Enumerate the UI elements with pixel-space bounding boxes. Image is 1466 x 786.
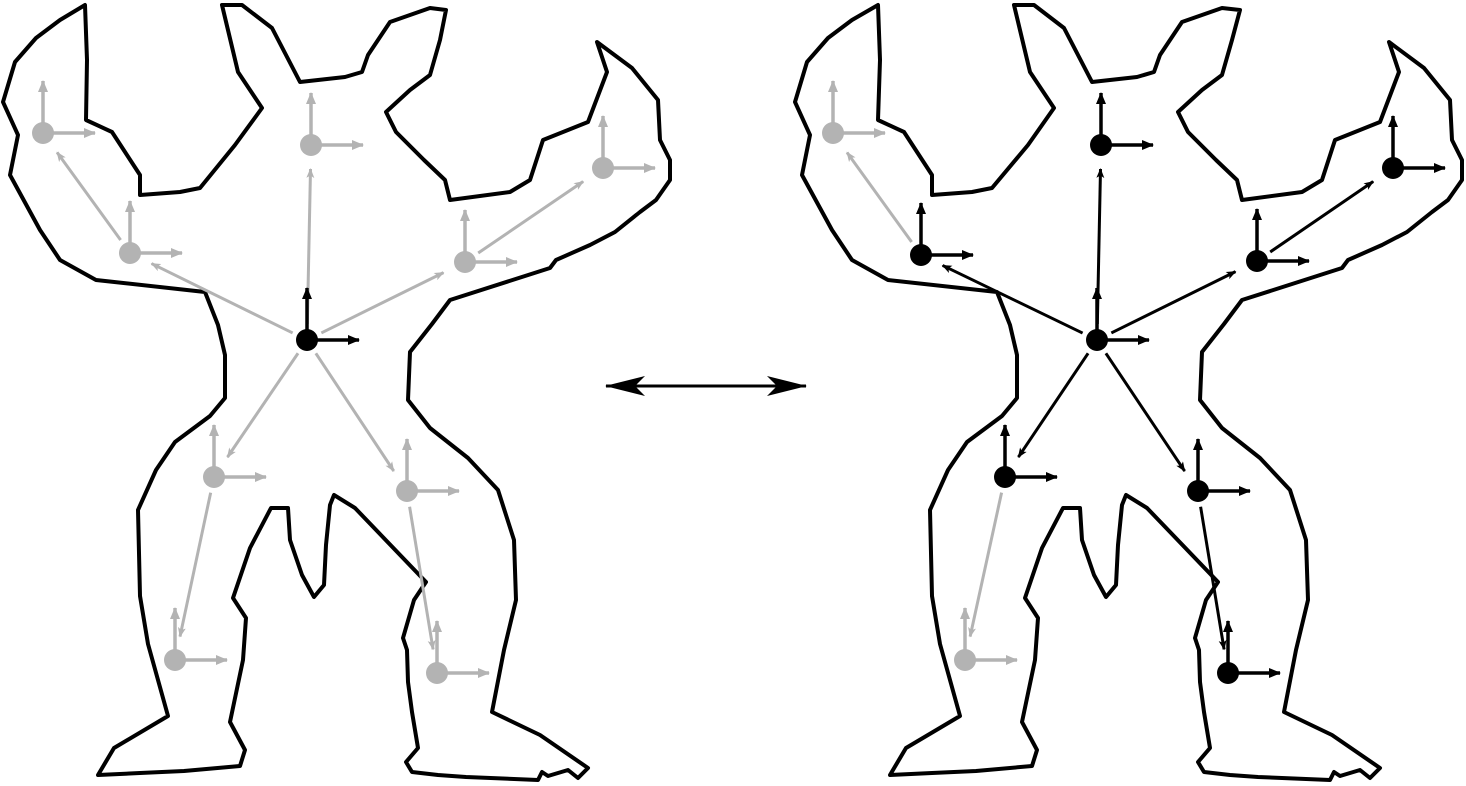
joint-right-foot (426, 620, 490, 684)
left-figure-outline (1, 3, 672, 782)
joint-right-foot-dot (1217, 662, 1239, 684)
joint-left-shoulder (119, 200, 183, 264)
joint-left-shoulder-dot (119, 242, 141, 264)
joint-right-hand-dot (592, 157, 614, 179)
bone-left-hip-to-left-foot (177, 492, 213, 638)
joint-right-hip (1187, 438, 1251, 502)
bone-right-hip-to-right-foot (1199, 506, 1227, 651)
joint-right-hip-dot (1187, 480, 1209, 502)
joint-head-dot (300, 134, 322, 156)
bone-left-shoulder-to-left-hand (55, 151, 122, 241)
joint-head (300, 92, 364, 156)
right-figure-skeleton (822, 80, 1446, 684)
joint-right-shoulder (454, 209, 518, 273)
bone-root-to-left-shoulder (150, 262, 294, 335)
joint-left-hand-dot (822, 122, 844, 144)
joint-root-dot (1086, 329, 1108, 351)
bone-left-shoulder-to-left-hand (845, 151, 913, 243)
bone-root-to-right-shoulder (320, 271, 445, 335)
skeleton-layer (32, 80, 1446, 684)
joint-right-shoulder-dot (1246, 250, 1268, 272)
bone-root-to-left-hip (226, 352, 300, 458)
joint-right-hand-dot (1382, 157, 1404, 179)
bone-left-hip-to-left-foot (968, 492, 1004, 638)
joint-head-dot (1090, 134, 1112, 156)
joint-left-hip (994, 424, 1058, 488)
joint-right-foot (1217, 620, 1281, 684)
joint-root (296, 287, 360, 351)
joint-left-hip (203, 424, 267, 488)
right-figure-outline (793, 3, 1464, 782)
joint-root-dot (296, 329, 318, 351)
joint-left-foot-dot (164, 649, 186, 671)
joint-left-foot-dot (954, 649, 976, 671)
bone-root-to-right-shoulder (1110, 270, 1237, 335)
joint-right-foot-dot (426, 662, 448, 684)
joint-left-hand-dot (32, 122, 54, 144)
bone-root-to-right-hip (314, 352, 395, 472)
joint-left-hip-dot (994, 466, 1016, 488)
joint-right-shoulder (1246, 208, 1310, 272)
joint-right-hip-dot (396, 480, 418, 502)
joint-head (1090, 92, 1154, 156)
bone-right-hip-to-right-foot (408, 506, 436, 651)
joint-left-hand (822, 80, 886, 144)
joint-right-shoulder-dot (454, 251, 476, 273)
joint-root (1086, 287, 1150, 351)
joint-left-shoulder (910, 202, 974, 266)
left-figure-skeleton (32, 80, 656, 684)
joint-left-hand (32, 80, 96, 144)
bone-right-shoulder-to-right-hand (477, 180, 585, 255)
joint-left-hip-dot (203, 466, 225, 488)
joint-right-hand (592, 115, 656, 179)
bone-root-to-right-hip (1104, 352, 1186, 472)
joint-right-hand (1382, 115, 1446, 179)
bone-right-shoulder-to-right-hand (1269, 180, 1375, 254)
joint-left-foot (954, 607, 1018, 671)
bone-root-to-left-shoulder (941, 264, 1084, 335)
joint-left-foot (164, 607, 228, 671)
joint-right-hip (396, 438, 460, 502)
bone-root-to-left-hip (1017, 352, 1090, 458)
joint-left-shoulder-dot (910, 244, 932, 266)
